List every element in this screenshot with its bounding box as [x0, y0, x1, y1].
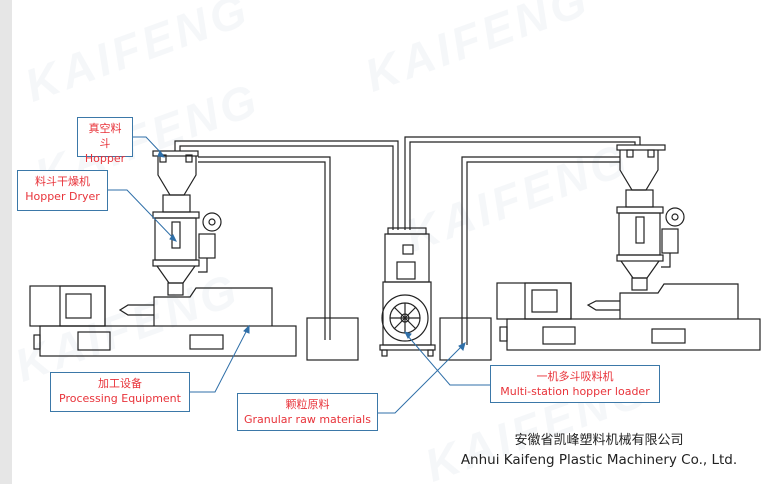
leader-lines	[108, 136, 490, 414]
label-hopper: 真空料斗 Hopper	[77, 117, 133, 165]
left-hopper-dryer	[152, 150, 222, 296]
company-name-en: Anhui Kaifeng Plastic Machinery Co., Ltd…	[460, 452, 738, 468]
label-loader-en: Multi-station hopper loader	[500, 385, 650, 398]
right-injection-machine	[496, 282, 761, 351]
label-multi-station-loader: 一机多斗吸料机 Multi-station hopper loader	[490, 365, 660, 403]
conveying-pipes	[174, 136, 641, 345]
label-hopper-en: Hopper	[84, 152, 126, 165]
label-granular-raw-materials: 颗粒原料 Granular raw materials	[237, 393, 378, 431]
label-processing-zh: 加工设备	[98, 377, 142, 390]
label-processing-en: Processing Equipment	[59, 392, 181, 405]
label-granular-zh: 颗粒原料	[285, 398, 330, 411]
raw-material-bin-left	[306, 317, 359, 361]
left-injection-machine	[29, 285, 297, 357]
company-name-zh: 安徽省凯峰塑料机械有限公司	[514, 433, 684, 448]
right-hopper-dryer	[616, 144, 685, 291]
raw-material-bin-right	[439, 317, 492, 361]
label-processing-equipment: 加工设备 Processing Equipment	[50, 372, 190, 412]
label-granular-en: Granular raw materials	[244, 413, 371, 426]
page-margin	[0, 0, 12, 484]
multi-station-loader	[379, 227, 436, 357]
label-hopper-dryer-zh: 料斗干燥机	[35, 175, 90, 188]
label-hopper-dryer: 料斗干燥机 Hopper Dryer	[17, 170, 108, 211]
company-name: 安徽省凯峰塑料机械有限公司 Anhui Kaifeng Plastic Mach…	[449, 432, 749, 470]
label-hopper-dryer-en: Hopper Dryer	[25, 190, 100, 203]
label-hopper-zh: 真空料斗	[88, 122, 122, 150]
label-loader-zh: 一机多斗吸料机	[536, 370, 614, 383]
